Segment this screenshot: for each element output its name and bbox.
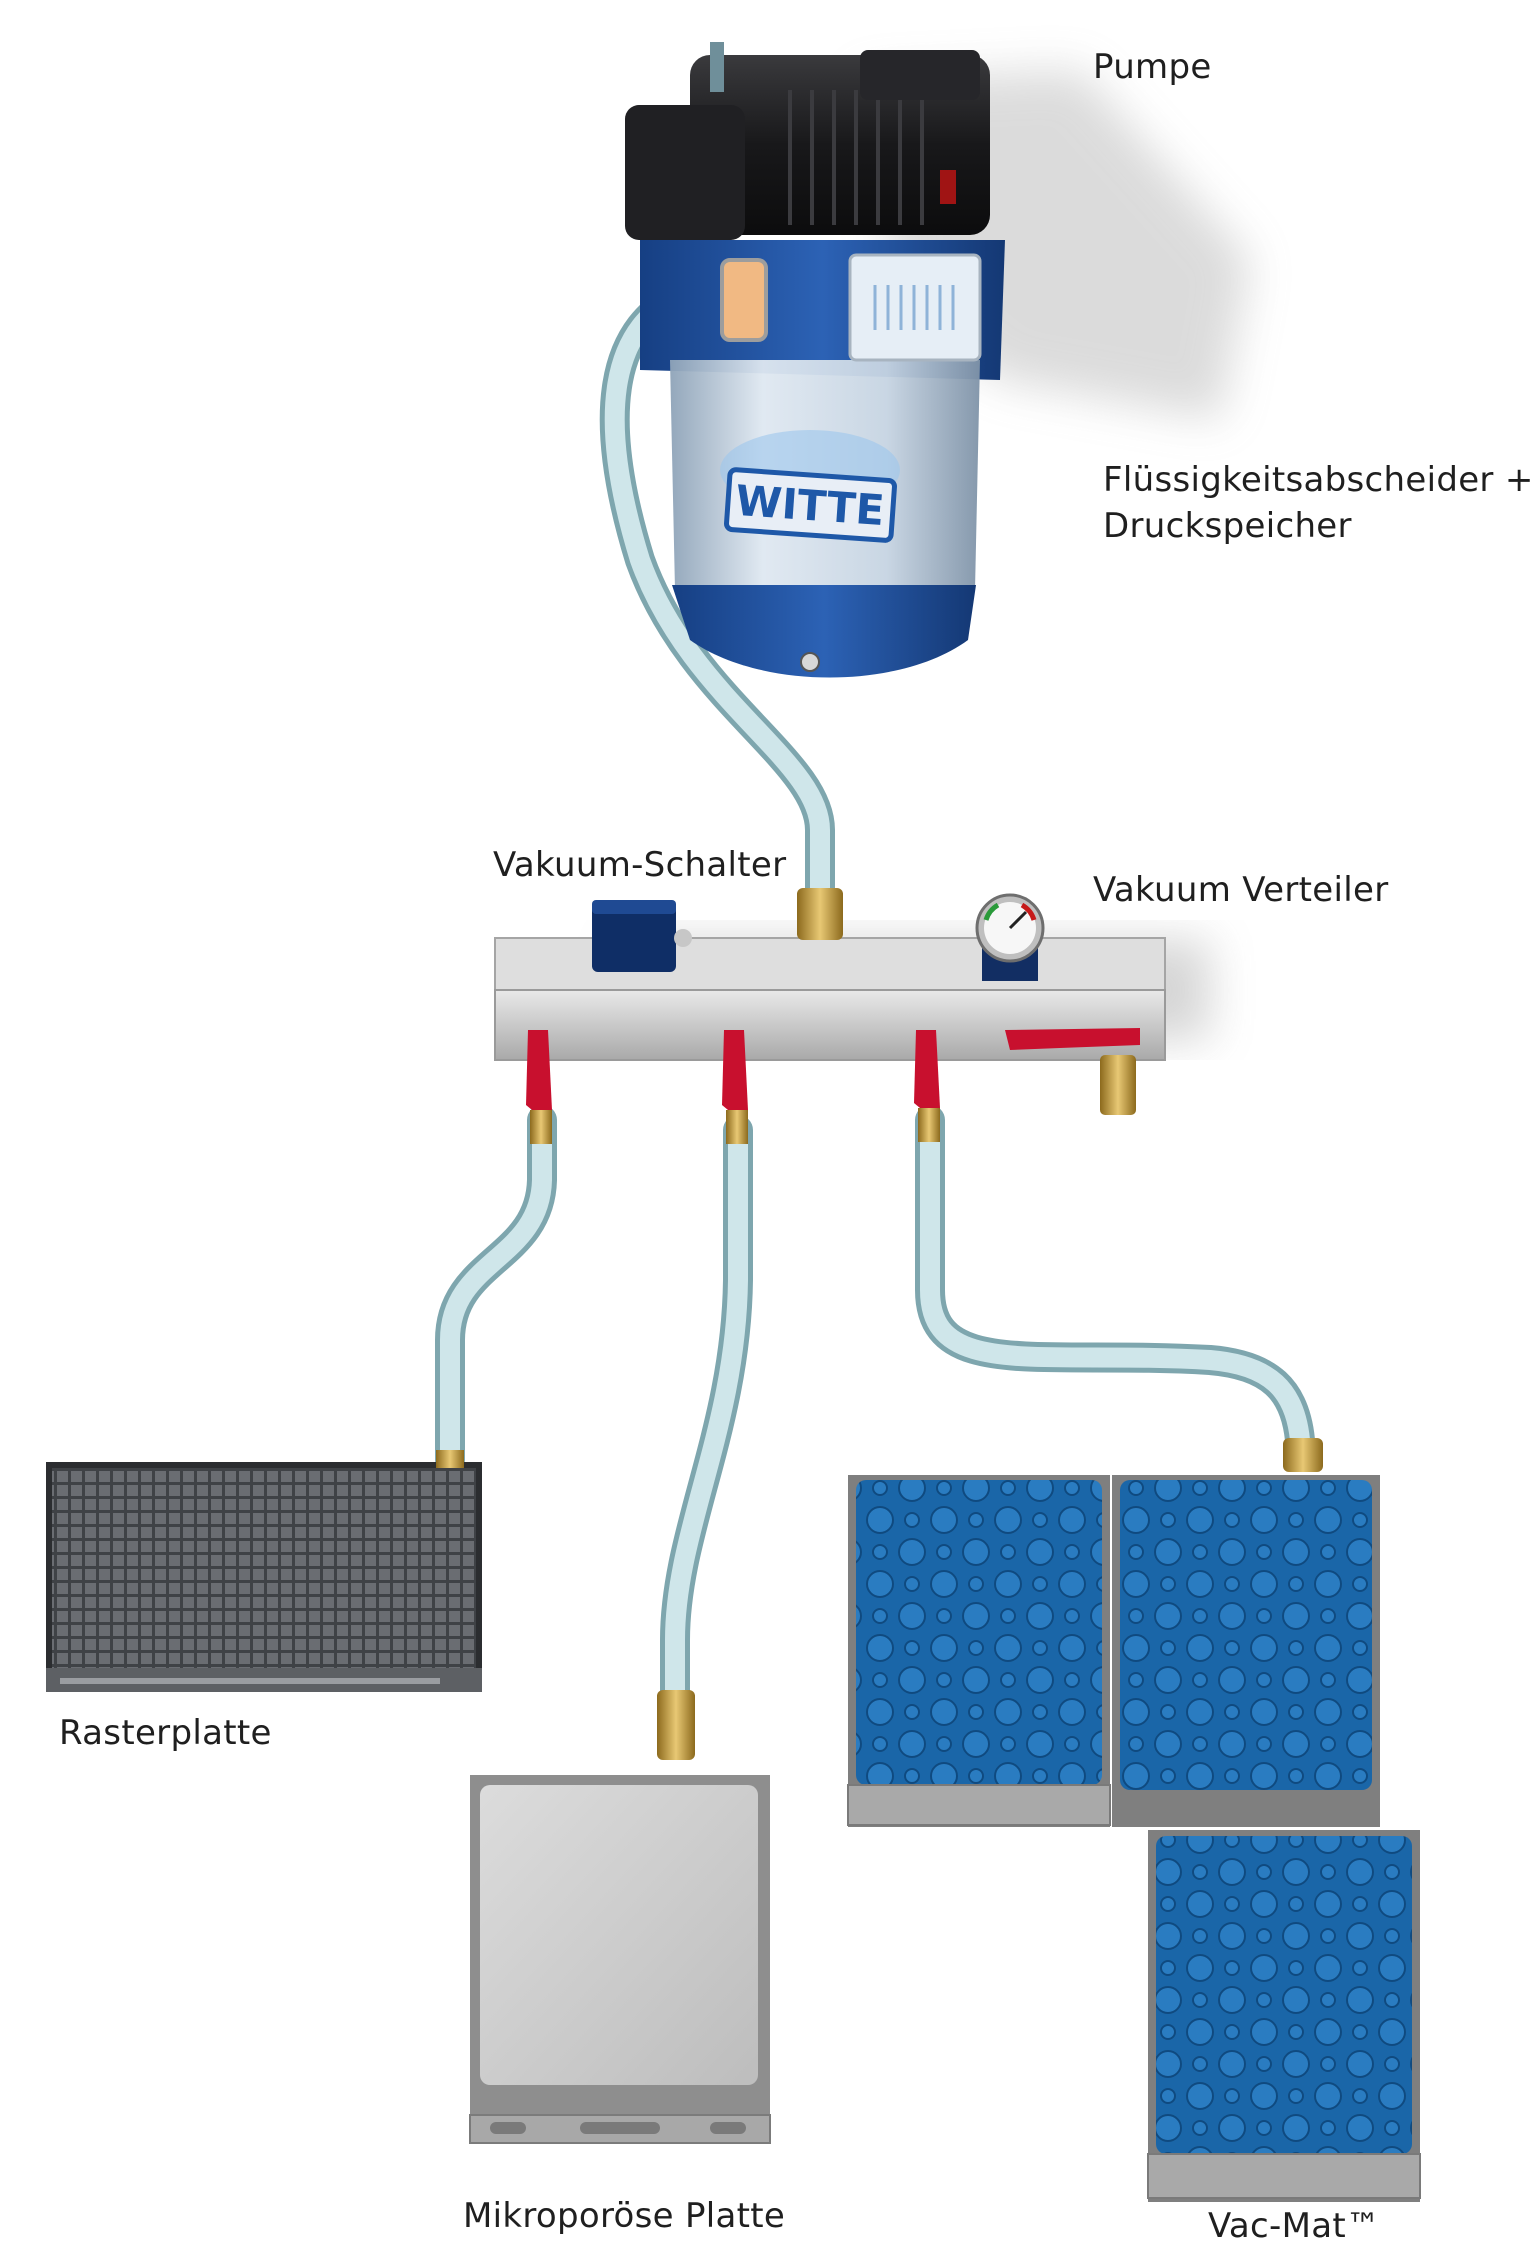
manifold-front: [494, 989, 1166, 1061]
vac-mat-fitting: [1283, 1438, 1323, 1472]
manifold: [494, 888, 1166, 1144]
vac-mat: [847, 1438, 1421, 2202]
vac-mat-label: Vac-Mat™: [1208, 2206, 1381, 2246]
outlet-tube: [710, 42, 724, 92]
separator-base: [672, 585, 976, 678]
pump-label: Pumpe: [1093, 47, 1212, 87]
valve-3: [914, 1030, 940, 1142]
valve-4: [1005, 1028, 1140, 1115]
motor-head: [625, 105, 745, 240]
inlet-fitting: [797, 888, 843, 940]
pump: WITTE: [625, 42, 1005, 678]
separator-label-line1: Flüssigkeitsabscheider +: [1103, 460, 1534, 500]
power-switch: [940, 170, 956, 204]
separator-label: Flüssigkeitsabscheider + Druckspeicher: [1103, 457, 1534, 549]
vacuum-gauge: [975, 893, 1045, 981]
terminal-box: [860, 50, 980, 100]
hose-micro-plate: [660, 1115, 753, 1715]
vacuum-switch-label: Vakuum-Schalter: [493, 845, 787, 885]
hoses: [435, 275, 1315, 1715]
valve-1: [526, 1030, 552, 1144]
valve-2: [722, 1030, 748, 1144]
hose-vac-mat: [915, 1105, 1315, 1455]
motor-fins: [788, 90, 924, 225]
microporous-plate-label: Mikroporöse Platte: [463, 2196, 786, 2236]
sight-glass: [720, 258, 768, 342]
microporous-plate: [469, 1690, 771, 2144]
manifold-label: Vakuum Verteiler: [1093, 870, 1389, 910]
filter-element: [873, 285, 955, 330]
grid-plate-label: Rasterplatte: [59, 1713, 272, 1753]
hose-grid-plate: [435, 1105, 557, 1475]
grid-plate: [46, 1450, 482, 1692]
witte-logo: WITTE: [724, 467, 897, 543]
separator-label-line2: Druckspeicher: [1103, 506, 1352, 546]
svg-text:WITTE: WITTE: [734, 476, 886, 535]
grid-plate-fitting: [436, 1450, 464, 1468]
drain-plug: [800, 652, 820, 672]
micro-plate-fitting: [657, 1690, 695, 1760]
vacuum-switch-device: [592, 900, 692, 972]
hose-main: [599, 275, 835, 905]
